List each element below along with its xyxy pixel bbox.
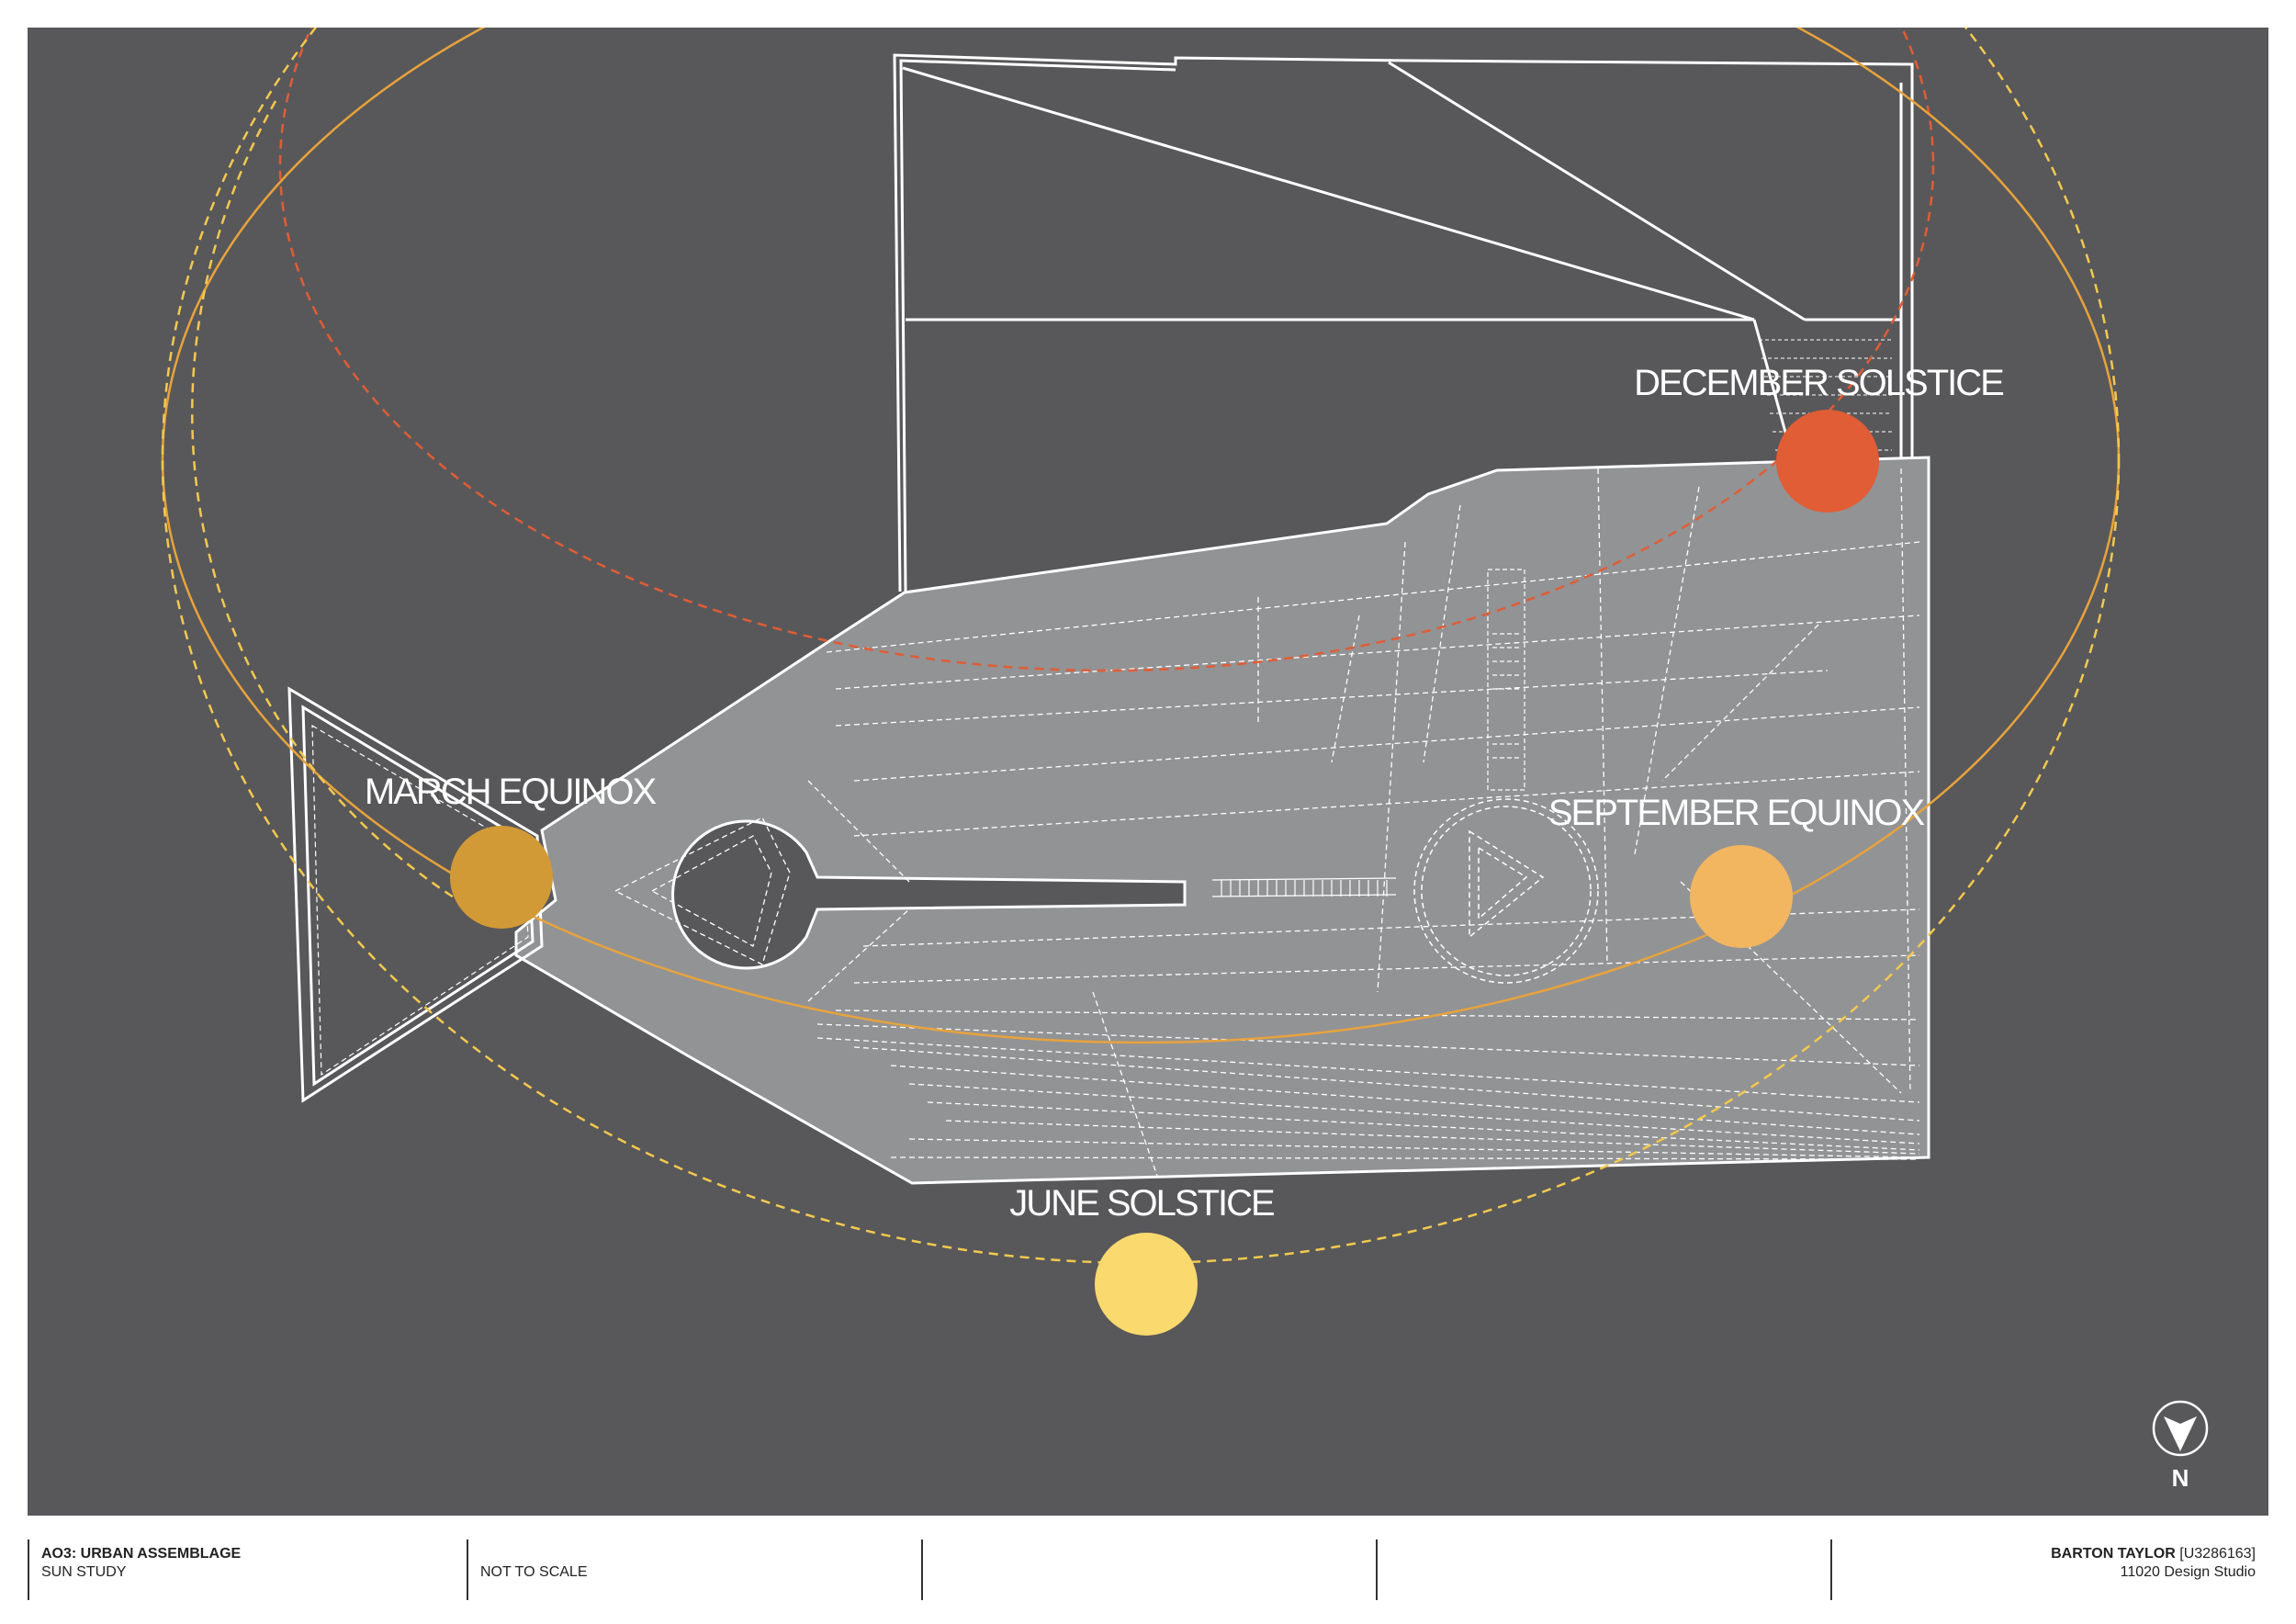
september-sun <box>1690 845 1793 948</box>
sun-paths <box>162 28 2120 1264</box>
student-id: [U3286163] <box>2179 1546 2256 1562</box>
december-sun-path <box>279 28 1934 672</box>
circular-feature <box>1413 798 1599 984</box>
court-triangles <box>613 817 791 965</box>
title-block-divider <box>1830 1539 1832 1600</box>
north-arrow-icon <box>2164 1416 2197 1451</box>
title-block: AO3: URBAN ASSEMBLAGE SUN STUDY NOT TO S… <box>0 1516 2296 1624</box>
drawing-title: SUN STUDY <box>41 1564 127 1580</box>
author-name: BARTON TAYLOR <box>2051 1546 2176 1562</box>
march-sun <box>450 826 553 929</box>
title-block-divider <box>1376 1539 1378 1600</box>
title-block-divider <box>921 1539 923 1600</box>
sun-markers <box>450 410 1879 1336</box>
drawing-panel: DECEMBER SOLSTICE MARCH EQUINOX SEPTEMBE… <box>28 28 2268 1516</box>
pavilion-inner-dashed <box>311 724 529 1077</box>
circular-court <box>671 819 1187 970</box>
studio-name: 11020 Design Studio <box>2120 1564 2256 1580</box>
june-solstice-label: JUNE SOLSTICE <box>1009 1183 1274 1224</box>
march-equinox-label: MARCH EQUINOX <box>365 772 657 812</box>
north-label: N <box>2172 1464 2189 1492</box>
june-sun <box>1095 1233 1198 1336</box>
project-title: AO3: URBAN ASSEMBLAGE <box>41 1546 242 1562</box>
equinox-sun-path-dashed <box>191 100 506 930</box>
building-outline <box>893 53 1914 592</box>
stair-strip <box>1211 877 1397 897</box>
december-solstice-label: DECEMBER SOLSTICE <box>1634 363 2003 403</box>
december-sun <box>1776 410 1879 513</box>
triangle-pavilion <box>287 686 544 1103</box>
june-sun-path <box>162 28 2120 1264</box>
author: BARTON TAYLOR [U3286163] <box>2051 1545 2256 1563</box>
site-plan-drawing: DECEMBER SOLSTICE MARCH EQUINOX SEPTEMBE… <box>162 28 2209 1492</box>
september-equinox-label: SEPTEMBER EQUINOX <box>1548 793 1925 833</box>
title-block-divider <box>28 1539 29 1600</box>
north-arrow: N <box>2152 1400 2209 1492</box>
vertical-stair <box>1487 569 1525 791</box>
title-block-divider <box>467 1539 468 1600</box>
site-plaza <box>514 456 1930 1185</box>
north-arrow-circle <box>2152 1400 2209 1457</box>
scale-note: NOT TO SCALE <box>480 1564 588 1580</box>
paving-pattern <box>807 468 1920 1177</box>
